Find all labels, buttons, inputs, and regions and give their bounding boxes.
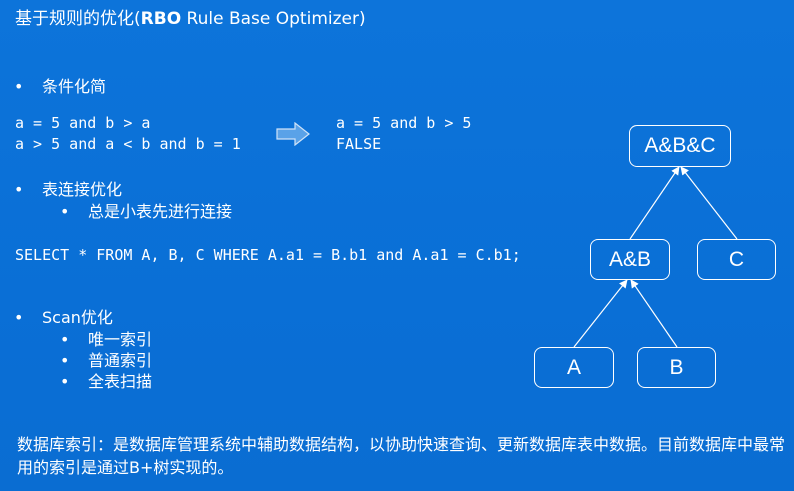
bullet-scan: • Scan优化 — [14, 308, 113, 328]
scan-heading: Scan优化 — [42, 308, 113, 327]
title-suffix: Rule Base Optimizer) — [181, 9, 366, 29]
join-sub-item: • 总是小表先进行连接 — [60, 202, 232, 222]
tree-node-ab: A&B — [590, 239, 670, 280]
scan-item-label: 全表扫描 — [88, 372, 153, 391]
edge-ab-to-root — [629, 166, 680, 240]
tree-node-a: A — [534, 347, 614, 388]
scan-item-label: 普通索引 — [88, 351, 153, 370]
edge-a-to-ab — [573, 279, 628, 348]
title-acronym: RBO — [140, 9, 182, 29]
bullet-dot: • — [60, 372, 70, 391]
edge-c-to-root — [680, 166, 738, 240]
tree-node-c: C — [697, 239, 776, 280]
bullet-simplify: • 条件化简 — [14, 77, 106, 97]
join-sql: SELECT * FROM A, B, C WHERE A.a1 = B.b1 … — [15, 246, 521, 264]
simplify-before-line1: a = 5 and b > a — [15, 114, 151, 132]
right-arrow-icon — [276, 122, 310, 146]
join-heading: 表连接优化 — [42, 180, 123, 199]
scan-item-unique-index: • 唯一索引 — [60, 330, 152, 350]
scan-item-normal-index: • 普通索引 — [60, 351, 152, 371]
footer-note: 数据库索引：是数据库管理系统中辅助数据结构，以协助快速查询、更新数据库表中数据。… — [17, 435, 786, 477]
page-title: 基于规则的优化(RBO Rule Base Optimizer) — [15, 9, 366, 29]
tree-node-root: A&B&C — [629, 125, 731, 167]
simplify-after-line1: a = 5 and b > 5 — [336, 114, 472, 132]
simplify-heading: 条件化简 — [42, 77, 107, 96]
simplify-after-line2: FALSE — [336, 135, 382, 153]
simplify-before-line2: a > 5 and a < b and b = 1 — [15, 135, 241, 153]
bullet-dot: • — [14, 180, 24, 199]
title-prefix: 基于规则的优化( — [15, 9, 141, 29]
bullet-dot: • — [60, 330, 70, 349]
tree-node-b: B — [637, 347, 716, 388]
edge-b-to-ab — [630, 279, 678, 348]
bullet-dot: • — [14, 77, 24, 96]
scan-item-full-scan: • 全表扫描 — [60, 372, 152, 392]
bullet-dot: • — [60, 202, 70, 221]
join-sub-text: 总是小表先进行连接 — [88, 202, 233, 221]
scan-item-label: 唯一索引 — [88, 330, 153, 349]
bullet-dot: • — [14, 308, 24, 327]
bullet-dot: • — [60, 351, 70, 370]
bullet-join: • 表连接优化 — [14, 180, 122, 200]
